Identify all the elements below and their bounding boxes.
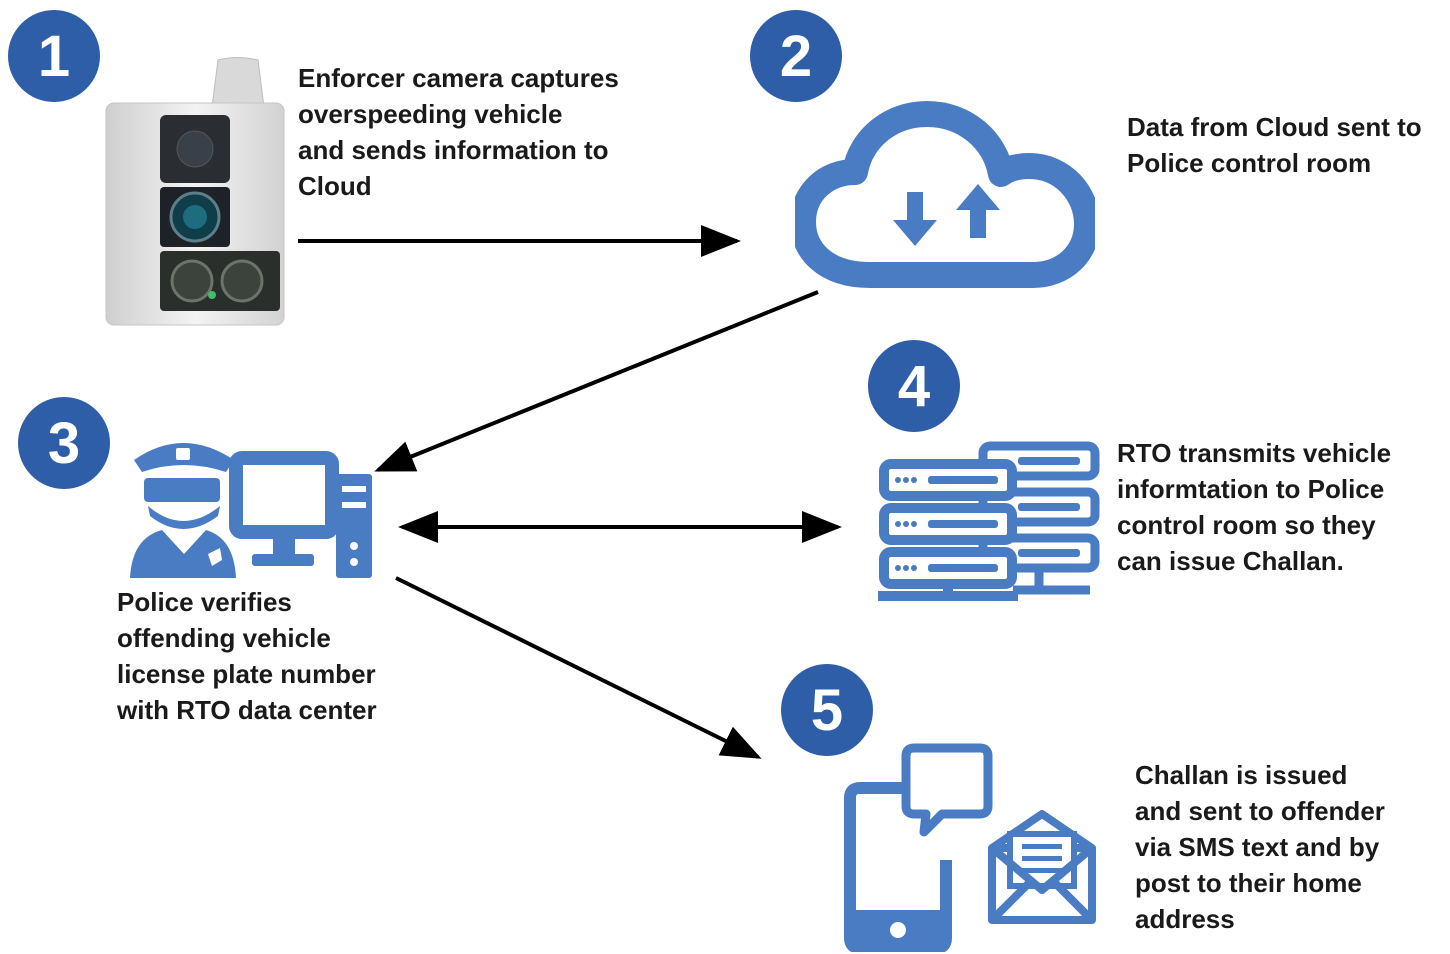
step-badge-1: 1 xyxy=(8,10,100,102)
step-badge-5: 5 xyxy=(781,664,873,756)
phone-mail-icon xyxy=(844,743,1096,952)
step-1-caption: Enforcer camera captures overspeeding ve… xyxy=(298,63,619,201)
step-badge-2: 2 xyxy=(750,10,842,102)
step-4-caption: RTO transmits vehicle informtation to Po… xyxy=(1117,438,1392,576)
server-rack-icon xyxy=(878,441,1100,601)
cloud-sync-icon xyxy=(795,101,1095,288)
step-badge-3: 3 xyxy=(18,397,110,489)
step-2-caption: Data from Cloud sent to Police control r… xyxy=(1127,112,1422,178)
arrow-police-to-offender xyxy=(395,576,762,759)
police-computer-icon xyxy=(130,443,372,578)
step-3-caption: Police verifies offending vehicle licens… xyxy=(117,587,377,725)
enforcer-camera-icon xyxy=(105,57,285,326)
arrow-cloud-to-police xyxy=(374,290,819,472)
step-badge-4: 4 xyxy=(868,340,960,432)
step-5-caption: Challan is issued and sent to offender v… xyxy=(1135,760,1385,934)
